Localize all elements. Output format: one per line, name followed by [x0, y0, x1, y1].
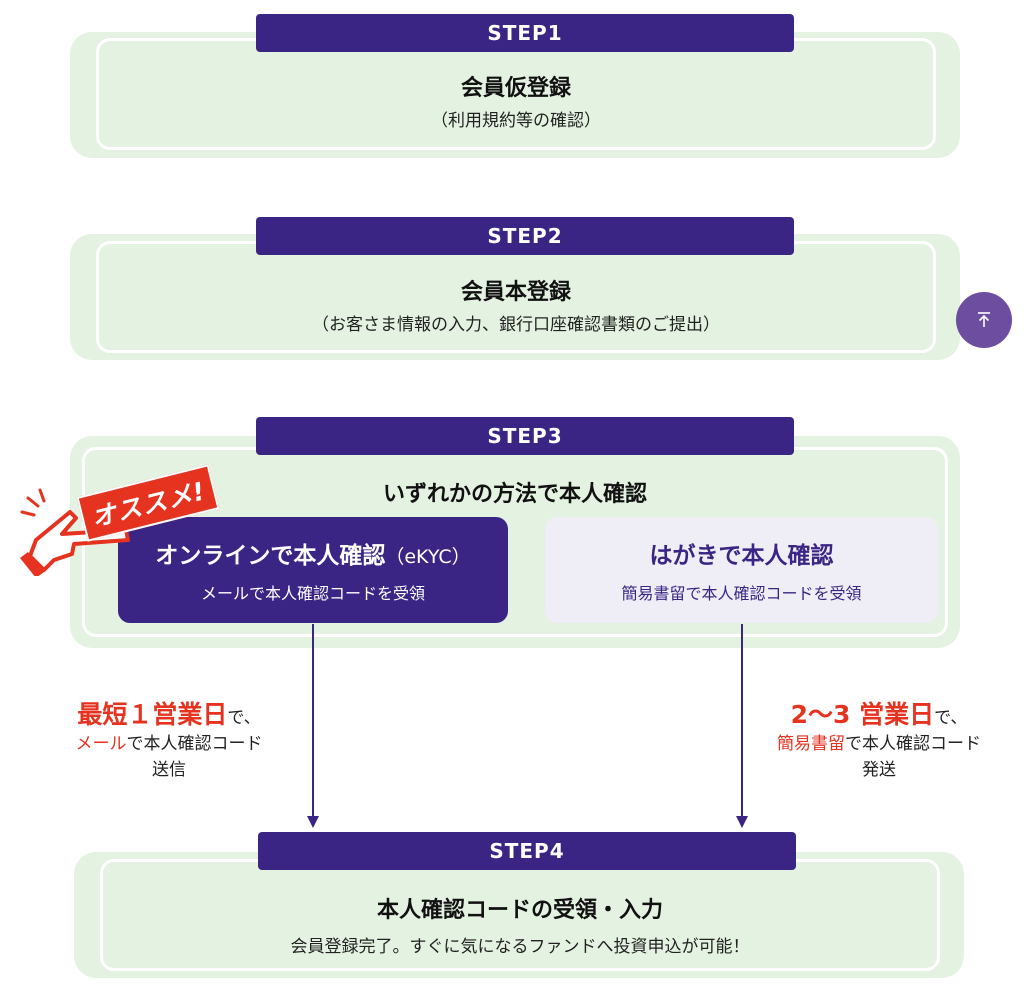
step2-label: STEP2	[256, 217, 794, 255]
note-online-red: メール	[75, 734, 127, 754]
arrow-down-icon	[736, 816, 748, 828]
note-online-line3: 送信	[152, 760, 186, 780]
arrow-left-line	[312, 624, 314, 818]
note-online-highlight: 最短１営業日	[77, 700, 228, 729]
scroll-top-button[interactable]	[956, 292, 1012, 348]
arrow-right-line	[741, 624, 743, 818]
note-online-suffix1: で、	[227, 708, 261, 728]
step3-title: いずれかの方法で本人確認	[382, 482, 647, 507]
step3-label: STEP3	[256, 417, 794, 455]
step1-label: STEP1	[256, 14, 794, 52]
option-online-title: オンラインで本人確認（eKYC）	[155, 543, 471, 569]
option-postcard-title: はがきで本人確認	[649, 543, 834, 569]
option-postcard[interactable]: はがきで本人確認 簡易書留で本人確認コードを受領	[545, 517, 938, 623]
note-postcard-red: 簡易書留	[777, 734, 845, 754]
pointing-hand-icon	[20, 488, 130, 576]
option-online-suffix: （eKYC）	[385, 546, 471, 568]
arrow-up-icon	[978, 312, 990, 327]
step2-panel	[70, 234, 960, 360]
note-postcard-line3: 発送	[862, 760, 896, 780]
step2-subtitle: （お客さま情報の入力、銀行口座確認書類のご提出）	[312, 315, 720, 335]
step4-panel	[74, 852, 964, 978]
step1-title: 会員仮登録	[460, 76, 571, 101]
step1-panel	[70, 32, 960, 158]
step4-title: 本人確認コードの受領・入力	[376, 898, 663, 923]
option-online-subtitle: メールで本人確認コードを受領	[200, 584, 425, 603]
step4-label: STEP4	[258, 832, 796, 870]
note-postcard: 2〜3 営業日で、 簡易書留で本人確認コード 発送	[740, 702, 1018, 783]
arrow-down-icon	[307, 816, 319, 828]
note-online: 最短１営業日で、 メールで本人確認コード 送信	[30, 702, 308, 783]
note-online-suffix2: で本人確認コード	[126, 734, 263, 754]
step2-title: 会員本登録	[460, 280, 571, 305]
step4-subtitle: 会員登録完了。すぐに気になるファンドへ投資申込が可能！	[290, 937, 750, 957]
note-postcard-suffix2: で本人確認コード	[845, 734, 981, 754]
option-online-ekyc[interactable]: オンラインで本人確認（eKYC） メールで本人確認コードを受領	[118, 517, 508, 623]
note-postcard-suffix1: で、	[934, 708, 968, 728]
step1-subtitle: （利用規約等の確認）	[431, 111, 601, 131]
option-postcard-subtitle: 簡易書留で本人確認コードを受領	[621, 584, 862, 603]
note-postcard-highlight: 2〜3 営業日	[790, 700, 935, 729]
